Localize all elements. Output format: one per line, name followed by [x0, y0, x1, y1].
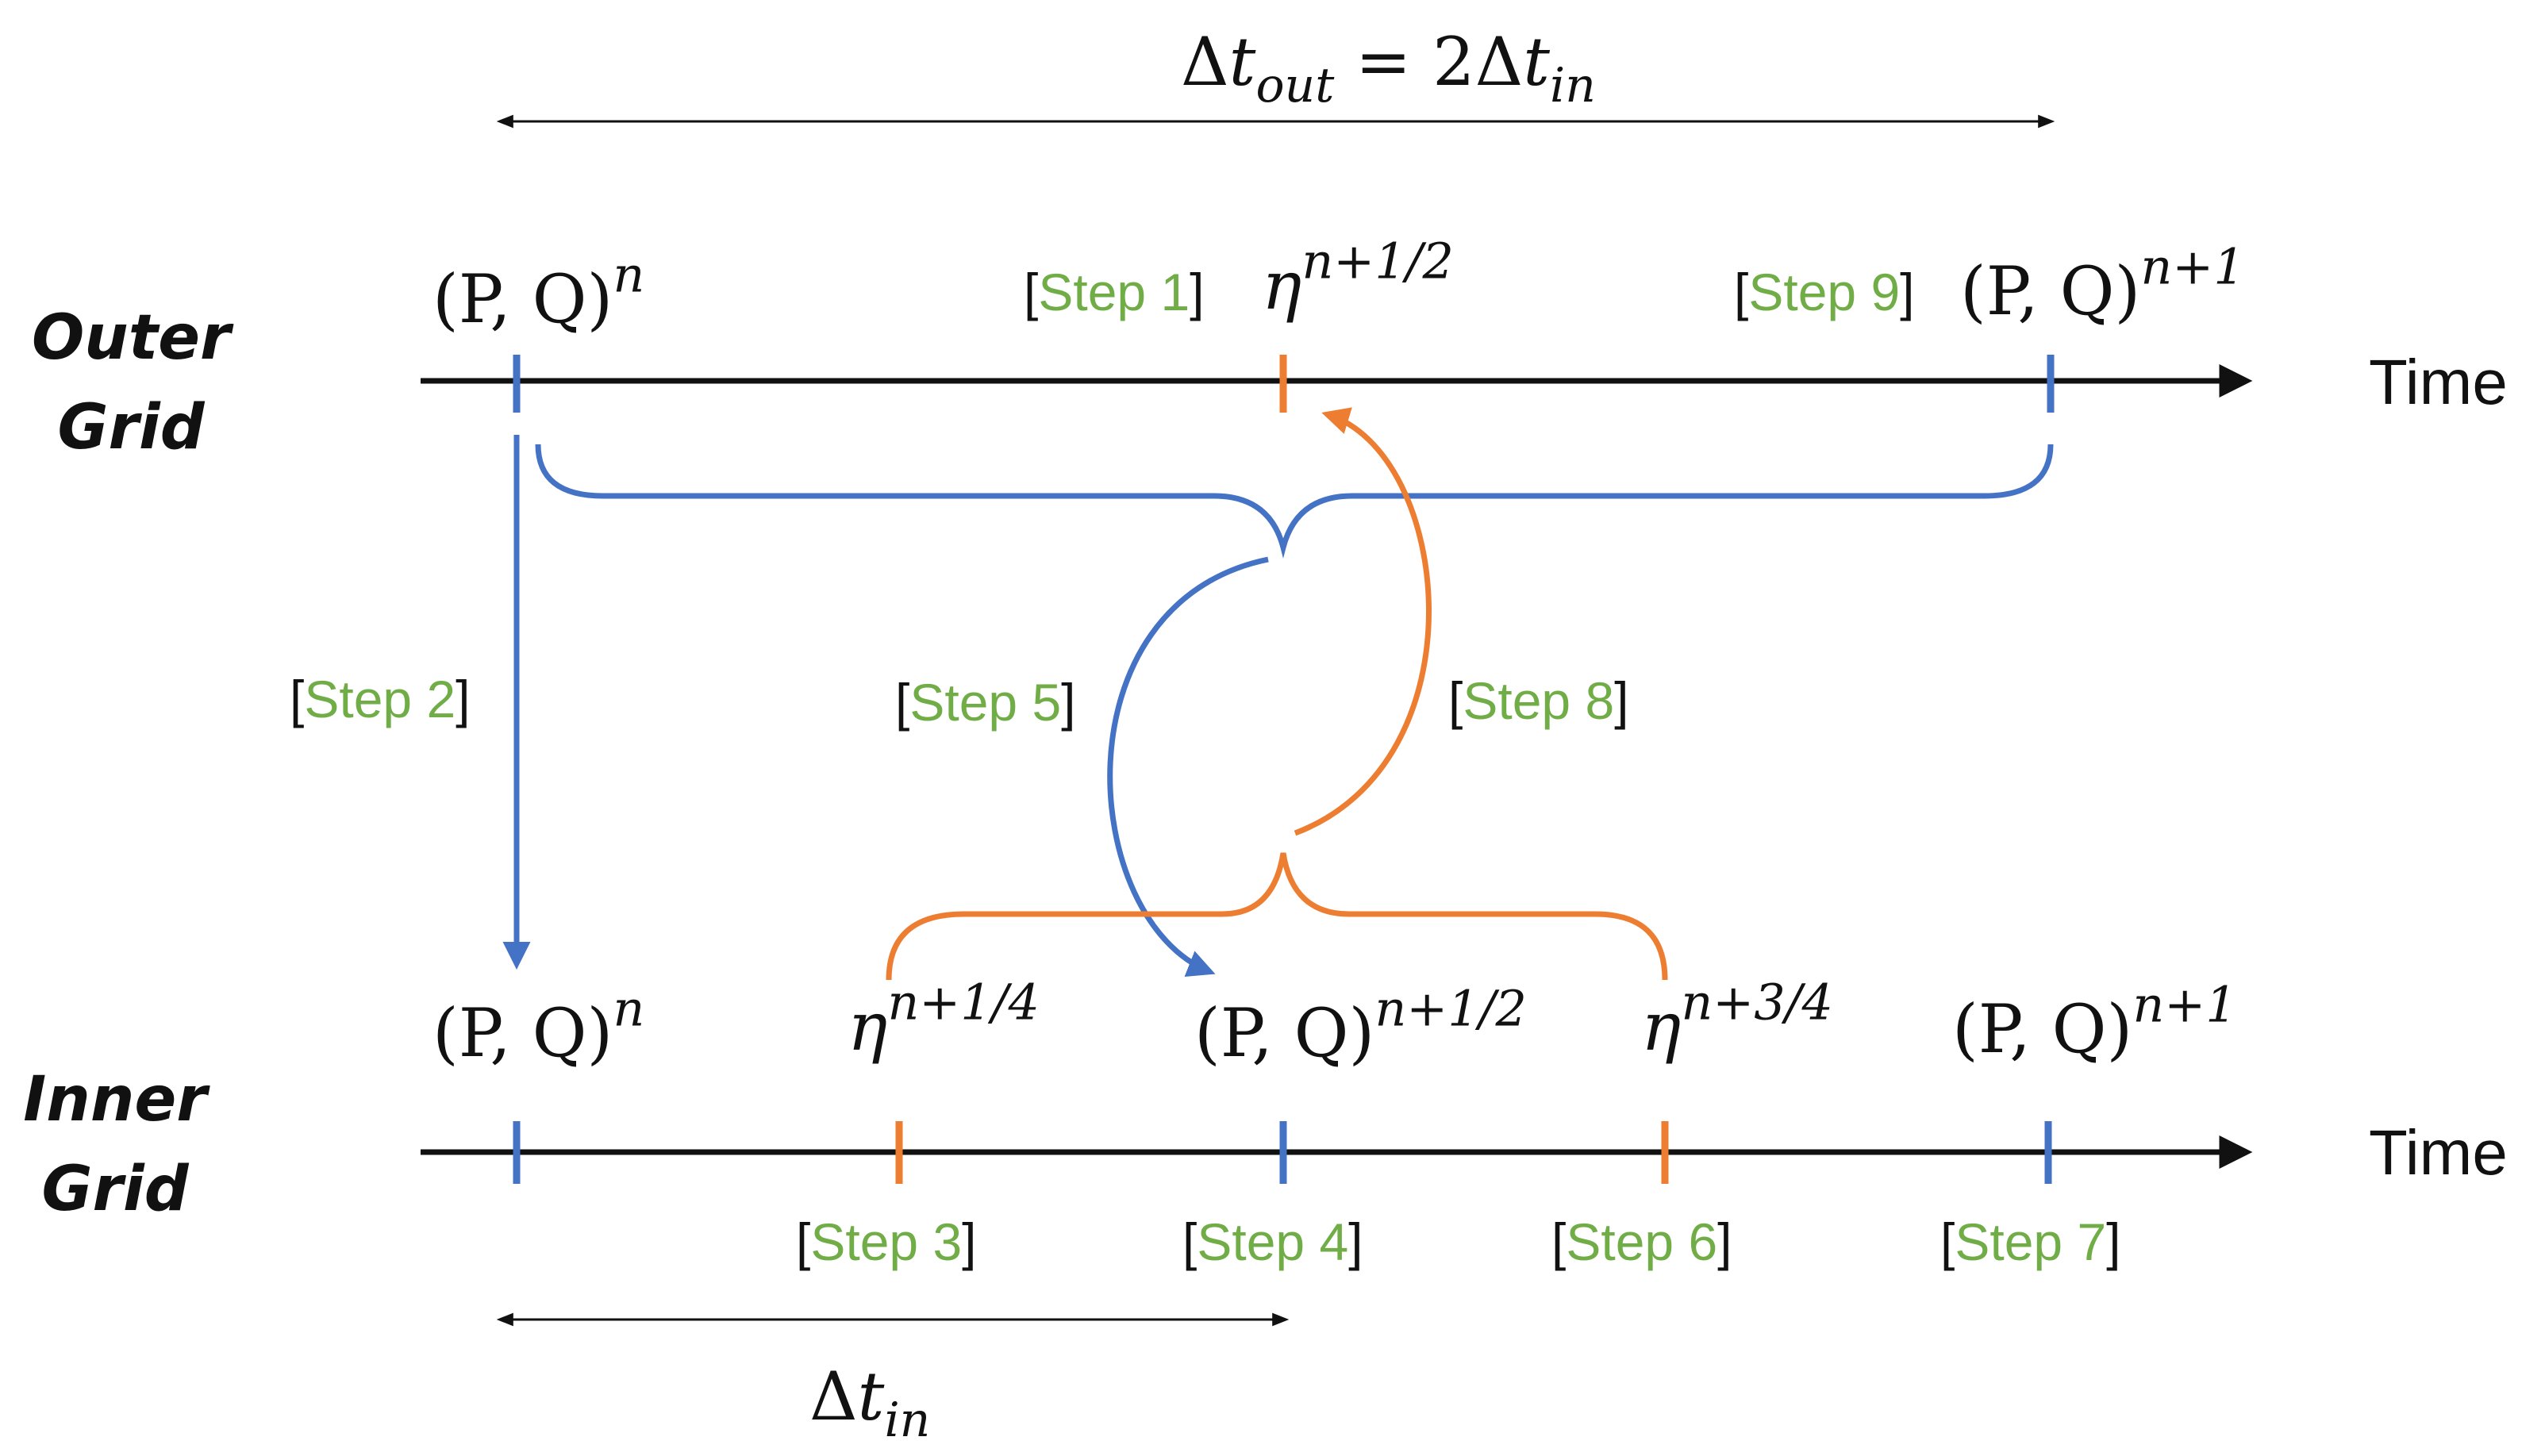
- step8-arrow: [1294, 407, 1432, 836]
- step5-arrow: [1107, 556, 1269, 977]
- outer-flux-brace: [535, 444, 2054, 559]
- inner-elevation-brace: [886, 852, 1668, 981]
